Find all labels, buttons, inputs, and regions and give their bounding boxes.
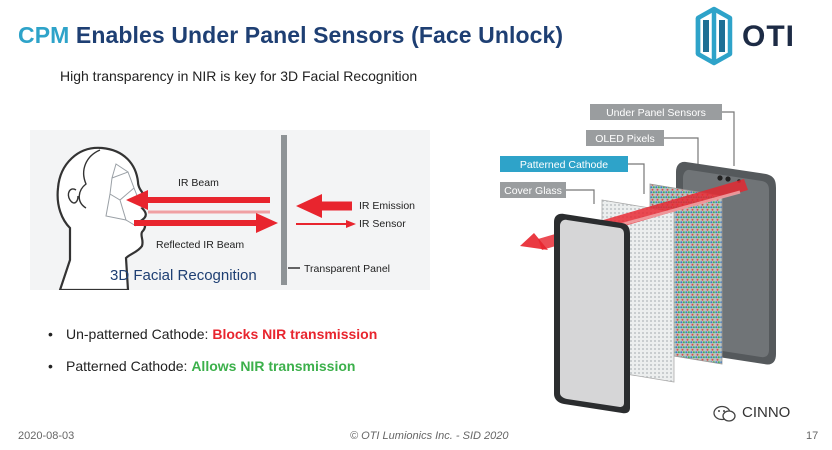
transparent-panel xyxy=(281,135,287,285)
oti-logo-icon xyxy=(695,6,733,66)
watermark-text: CINNO xyxy=(742,404,791,421)
footer-copyright: © OTI Lumionics Inc. - SID 2020 xyxy=(350,430,509,442)
subtitle: High transparency in NIR is key for 3D F… xyxy=(60,68,418,84)
svg-text:Under Panel Sensors: Under Panel Sensors xyxy=(606,107,706,119)
ir-sensor-label: IR Sensor xyxy=(359,218,406,230)
logo-text: OTI xyxy=(742,20,795,53)
title-prefix: CPM xyxy=(18,22,70,48)
label-oled: OLED Pixels xyxy=(586,130,664,146)
ir-emission-label: IR Emission xyxy=(359,200,415,212)
diagram-caption: 3D Facial Recognition xyxy=(110,267,257,284)
label-cover-glass: Cover Glass xyxy=(500,182,566,198)
svg-text:Cover Glass: Cover Glass xyxy=(504,185,562,197)
label-under-panel: Under Panel Sensors xyxy=(590,104,722,120)
label-patterned-cathode: Patterned Cathode xyxy=(500,156,628,172)
bullet-value-red: Blocks NIR transmission xyxy=(212,326,378,342)
footer-date: 2020-08-03 xyxy=(18,430,75,442)
reflected-beam-label: Reflected IR Beam xyxy=(156,239,244,251)
transparent-panel-label: Transparent Panel xyxy=(304,263,390,275)
page-number: 17 xyxy=(806,430,819,442)
head-icon xyxy=(56,146,150,290)
svg-text:OLED Pixels: OLED Pixels xyxy=(595,133,655,145)
bullet-value-green: Allows NIR transmission xyxy=(191,358,356,374)
ir-beam-label: IR Beam xyxy=(178,177,219,189)
bullet-item: •Patterned Cathode: Allows NIR transmiss… xyxy=(48,358,356,374)
facial-recognition-diagram: IR Beam Reflected IR Beam Transparent Pa… xyxy=(30,130,430,290)
title-main: Enables Under Panel Sensors (Face Unlock… xyxy=(75,22,564,48)
bullet-item: •Un-patterned Cathode: Blocks NIR transm… xyxy=(48,326,378,342)
svg-text:Patterned Cathode: Patterned Cathode xyxy=(520,159,608,171)
phone-layers-diagram: Under Panel Sensors OLED Pixels Patterne… xyxy=(500,104,776,414)
bullet-label: Un-patterned Cathode: xyxy=(66,326,209,342)
bullet-label: Patterned Cathode: xyxy=(66,358,188,374)
cover-glass xyxy=(554,213,630,414)
page-title: CPM Enables Under Panel Sensors (Face Un… xyxy=(18,22,563,49)
wechat-icon xyxy=(713,405,736,422)
